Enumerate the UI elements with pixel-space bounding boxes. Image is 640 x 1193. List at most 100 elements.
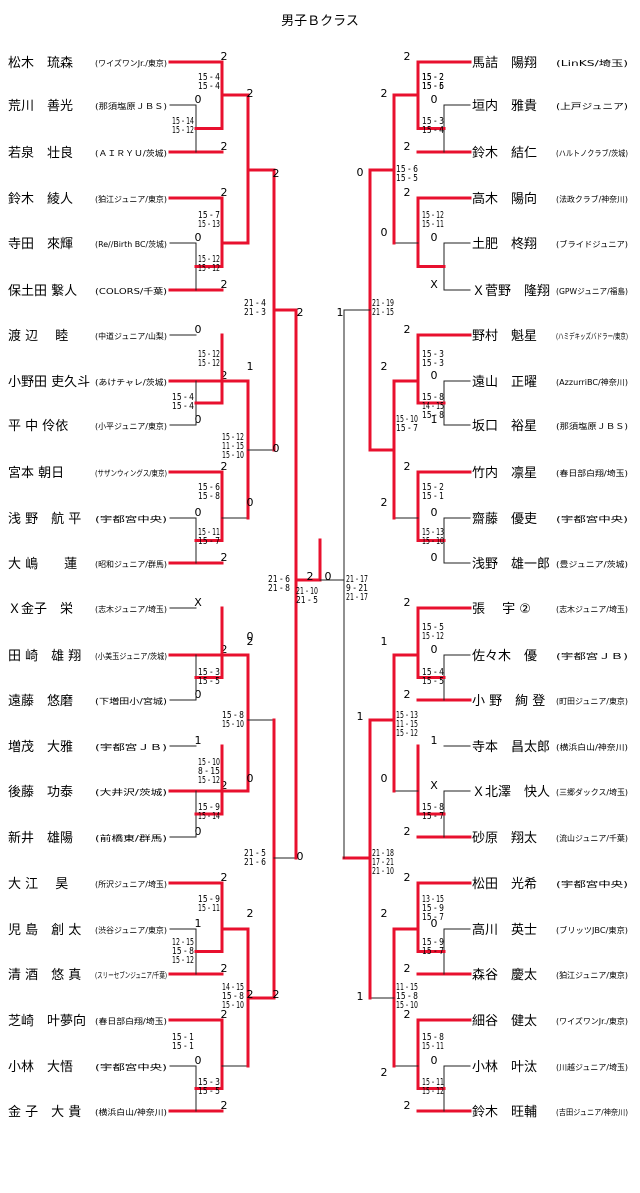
round-result: 2 — [247, 907, 254, 920]
match-score: 15 - 9 — [422, 903, 444, 914]
match-score: 15 - 11 — [422, 1041, 444, 1052]
match-score: 15 - 10 — [422, 536, 444, 547]
player-affiliation: (前橋東/群馬) — [95, 833, 167, 843]
player-wins: 2 — [404, 1008, 411, 1021]
player-name: 浅 野 航 平 — [8, 511, 81, 527]
match-score: 15 - 4 — [422, 125, 444, 136]
player-name: 金 子 大 貴 — [8, 1104, 81, 1120]
player-wins: 2 — [221, 140, 228, 153]
player-affiliation: (COLORS/千葉) — [95, 286, 167, 296]
player-name: 寺田 來輝 — [8, 237, 73, 252]
match-score: 17 - 21 — [372, 857, 394, 868]
player-affiliation: (横浜白山/神奈川) — [95, 1107, 167, 1117]
round-result: 0 — [247, 496, 254, 509]
player-affiliation: (宇都宮中央) — [95, 1062, 167, 1072]
player-name: 坂口 裕星 — [472, 419, 537, 434]
match-score: 15 - 12 — [396, 728, 418, 739]
player-wins: 0 — [195, 1054, 202, 1067]
round-result: 2 — [381, 1066, 388, 1079]
round-result: 2 — [247, 87, 254, 100]
player-name: Ｘ北澤 快人 — [472, 785, 550, 800]
player-wins: 2 — [404, 962, 411, 975]
match-score: 15 - 2 — [422, 72, 444, 83]
player-wins: 0 — [431, 917, 438, 930]
match-score: 14 - 15 — [422, 401, 444, 412]
player-affiliation: (那須塩原ＪＢＳ) — [556, 421, 628, 431]
match-score: 15 - 7 — [198, 210, 220, 221]
player-affiliation: (小平ジュニア/東京) — [95, 421, 167, 431]
player-name: 細谷 健太 — [472, 1014, 537, 1029]
player-wins: 2 — [221, 962, 228, 975]
player-name: 清 酒 悠 真 — [8, 968, 81, 983]
player-affiliation: (横浜白山/神奈川) — [556, 742, 628, 752]
match-score: 15 - 8 — [422, 410, 444, 421]
player-wins: 2 — [221, 1099, 228, 1112]
player-wins: 2 — [404, 825, 411, 838]
match-score: 11 - 15 — [396, 982, 418, 993]
player-wins: 0 — [431, 93, 438, 106]
player-affiliation: (あけチャレ/茨城) — [95, 377, 167, 387]
player-wins: 1 — [195, 734, 202, 747]
player-affiliation: (那須塩原ＪＢＳ) — [95, 101, 167, 111]
match-score: 21 - 17 — [346, 592, 368, 603]
match-score: 15 - 9 — [198, 802, 220, 813]
player-affiliation: (春日部白翔/埼玉) — [556, 468, 628, 478]
player-wins: 2 — [221, 186, 228, 199]
player-wins: 2 — [404, 186, 411, 199]
player-affiliation: (下増田小/宮城) — [95, 696, 167, 706]
player-name: 平 中 伶依 — [8, 419, 68, 434]
match-score: 15 - 3 — [198, 667, 220, 678]
player-name: 大 嶋 蓮 — [8, 557, 77, 572]
match-score: 15 - 12 — [198, 775, 220, 786]
match-score: 11 - 15 — [396, 719, 418, 730]
match-score: 15 - 12 — [422, 210, 444, 221]
match-score: 15 - 10 — [396, 414, 418, 425]
match-score: 15 - 1 — [422, 491, 444, 502]
player-wins: 2 — [404, 688, 411, 701]
match-score: 15 - 1 — [172, 1041, 194, 1052]
player-wins: 2 — [404, 1099, 411, 1112]
match-score: 15 - 8 — [172, 946, 194, 957]
player-wins: X — [430, 779, 438, 792]
match-score: 21 - 5 — [244, 848, 266, 859]
round-result: 2 — [273, 988, 280, 1001]
match-score: 15 - 12 — [172, 125, 194, 136]
match-score: 9 - 21 — [346, 583, 368, 594]
match-score: 15 - 5 — [422, 676, 444, 687]
player-affiliation: (ブライドジュニア) — [556, 239, 628, 249]
player-name: 土肥 柊翔 — [472, 236, 537, 252]
player-affiliation: (LinKS/埼玉) — [556, 58, 628, 68]
player-wins: 2 — [404, 140, 411, 153]
player-name: 浅野 雄一郎 — [472, 557, 550, 572]
match-score: 21 - 17 — [346, 574, 368, 585]
player-name: 高川 英士 — [472, 922, 537, 938]
player-affiliation: (ハミデキッズバドラー/東京) — [556, 331, 628, 341]
player-affiliation: (宇都宮中央) — [95, 514, 167, 524]
match-score: 15 - 7 — [396, 423, 418, 434]
player-name: 小野田 吏久斗 — [8, 374, 90, 390]
round-result: 1 — [337, 306, 344, 319]
match-score: 15 - 10 — [198, 757, 220, 768]
match-score: 15 - 13 — [198, 219, 220, 230]
player-affiliation: (狛江ジュニア/東京) — [556, 970, 628, 980]
player-name: 田 崎 雄 翔 — [8, 649, 81, 664]
match-score: 21 - 6 — [268, 574, 290, 585]
player-name: 鈴木 旺輔 — [472, 1105, 537, 1120]
match-score: 21 - 3 — [244, 307, 266, 318]
match-score: 15 - 11 — [198, 527, 220, 538]
match-score: 15 - 8 — [222, 710, 244, 721]
match-score: 15 - 11 — [422, 1077, 444, 1088]
match-score: 15 - 4 — [172, 401, 194, 412]
player-affiliation: (中道ジュニア/山梨) — [95, 331, 167, 341]
player-name: 野村 魁星 — [472, 328, 537, 344]
round-result: 2 — [381, 360, 388, 373]
player-wins: 2 — [221, 460, 228, 473]
round-result: 0 — [357, 166, 364, 179]
player-affiliation: (春日部白翔/埼玉) — [95, 1016, 167, 1026]
match-score: 15 - 8 — [422, 392, 444, 403]
match-score: 15 - 1 — [172, 1032, 194, 1043]
match-score: 21 - 10 — [296, 586, 318, 597]
player-wins: 2 — [221, 551, 228, 564]
